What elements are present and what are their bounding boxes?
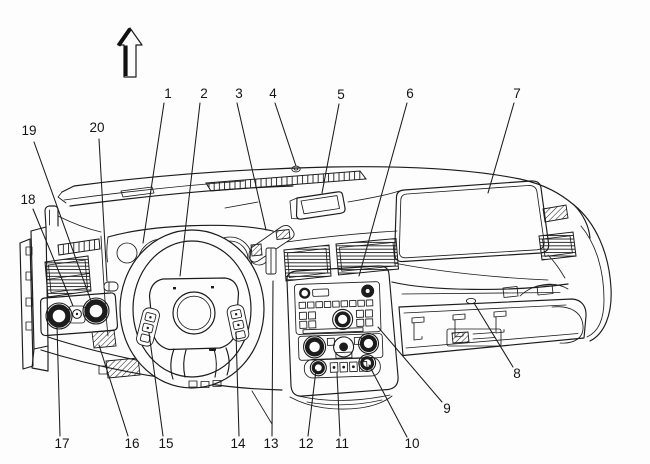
callout-label-15: 15: [158, 436, 173, 451]
climate-left-knob: [303, 335, 327, 359]
callout-label-8: 8: [513, 366, 521, 381]
callout-label-19: 19: [21, 123, 36, 138]
callout-label-1: 1: [164, 86, 172, 101]
center-stack: [286, 265, 399, 406]
multifunction-stalk: [249, 225, 295, 275]
radio-tuner-knob: [332, 308, 354, 330]
callout-label-16: 16: [124, 436, 139, 451]
steering-wheel: [119, 229, 265, 389]
ambient-light-sensor: [291, 165, 301, 173]
callout-line-1: [142, 102, 165, 244]
callout-label-12: 12: [298, 436, 313, 451]
callout-line-8: [473, 302, 514, 368]
climate-right-knob: [357, 332, 380, 355]
callout-label-4: 4: [269, 86, 277, 101]
callout-line-15: [148, 332, 164, 437]
callout-label-3: 3: [235, 86, 243, 101]
glovebox: [391, 254, 587, 357]
climate-center-knob: [333, 336, 355, 358]
callout-line-11: [336, 372, 341, 437]
steering-wheel-switch-right: [226, 304, 250, 342]
callout-line-9: [377, 326, 443, 403]
lighter-socket: [309, 359, 327, 377]
callout-label-14: 14: [230, 436, 246, 451]
callout-line-12: [307, 369, 317, 437]
callout-line-16: [98, 344, 129, 437]
dimmer-button: [72, 309, 82, 319]
passenger-airbag-panel: [394, 180, 550, 263]
callout-label-17: 17: [54, 436, 69, 451]
glovebox-door: [398, 298, 587, 357]
column-left-lever: [103, 281, 119, 292]
callout-line-10: [368, 364, 408, 438]
climate-control: [297, 332, 384, 361]
callout-line-7: [487, 102, 515, 194]
up-arrow-icon: [116, 27, 143, 78]
callout-line-2: [179, 102, 201, 277]
callout-line-19: [33, 141, 92, 302]
callout-label-13: 13: [263, 436, 278, 451]
switch-box-lower: [105, 357, 141, 379]
defroster-grille: [120, 170, 367, 198]
callout-line-14: [235, 331, 240, 437]
headlamp-knob: [45, 302, 73, 330]
radio-left-knob: [299, 287, 311, 299]
headlamp-switch-panel: [40, 292, 118, 337]
center-vent-left: [283, 244, 332, 282]
right-corner-grille: [542, 204, 569, 223]
left-upper-slot: [57, 238, 101, 256]
steering-wheel-switch-left: [136, 307, 160, 347]
horn-pad: [172, 291, 216, 335]
left-side-vent: [44, 255, 92, 298]
callout-line-4: [274, 102, 297, 167]
knee-bolster: [40, 329, 393, 425]
dash-right-edge: [551, 204, 612, 344]
callout-label-5: 5: [337, 87, 345, 102]
dome-lamp-knob: [82, 297, 110, 325]
callout-label-9: 9: [443, 401, 451, 416]
callout-label-10: 10: [404, 436, 419, 451]
center-display-pod: [289, 190, 400, 220]
callout-label-6: 6: [406, 86, 414, 101]
radio-preset-buttons: [298, 299, 374, 309]
callout-line-3: [236, 102, 267, 231]
callout-label-20: 20: [89, 120, 104, 135]
callout-line-20: [98, 138, 108, 282]
callout-line-17: [56, 324, 61, 437]
switch-box-16: [91, 329, 117, 349]
aux-right-knob: [358, 354, 377, 373]
callout-line-13: [271, 280, 274, 437]
callout-label-7: 7: [513, 86, 521, 101]
glovebox-latch: [465, 297, 477, 305]
center-vent-right: [335, 237, 400, 276]
callout-label-18: 18: [20, 192, 35, 207]
callout-line-5: [321, 103, 340, 194]
radio: [294, 281, 382, 335]
aux-switch-row: [303, 354, 381, 379]
callout-line-6: [358, 102, 408, 277]
right-side-vent: [538, 231, 577, 261]
callout-label-2: 2: [200, 86, 208, 101]
callout-label-11: 11: [335, 436, 349, 451]
callout-line-18: [32, 208, 74, 307]
